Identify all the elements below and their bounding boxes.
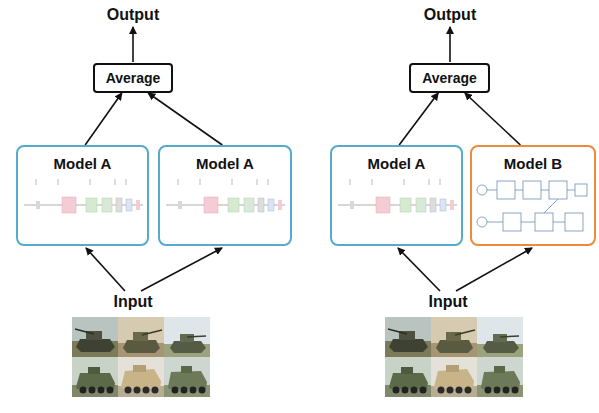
- connector-arrow: [399, 93, 438, 145]
- input-arrow: [86, 248, 125, 291]
- vehicle-photos: [72, 317, 210, 397]
- model-box: Model A: [158, 145, 292, 246]
- average-box: Average: [409, 63, 490, 93]
- model-title: Model A: [368, 155, 426, 173]
- network-sketch: [166, 179, 285, 213]
- model-box: Model A: [330, 145, 463, 246]
- model-title: Model A: [54, 155, 112, 173]
- io-label: Input: [113, 293, 152, 311]
- network-sketch: [338, 179, 457, 213]
- connector-arrow: [465, 93, 521, 145]
- model-title: Model A: [196, 155, 254, 173]
- vehicle-photos: [385, 317, 523, 397]
- output-arrow: [132, 27, 134, 62]
- input-arrow: [141, 248, 222, 291]
- output-arrow: [449, 27, 451, 62]
- average-label: Average: [106, 69, 161, 87]
- model-box: Model A: [16, 145, 149, 246]
- model-box: Model B: [470, 145, 596, 246]
- io-label: Input: [428, 293, 467, 311]
- connector-arrow: [85, 93, 122, 145]
- network-sketch: [477, 181, 587, 231]
- average-label: Average: [422, 69, 477, 87]
- model-title: Model B: [504, 155, 562, 173]
- connector-arrow: [148, 93, 222, 145]
- average-box: Average: [93, 63, 173, 93]
- network-sketch: [24, 179, 143, 213]
- io-label: Output: [107, 6, 159, 24]
- input-arrow: [398, 248, 440, 291]
- input-arrow: [456, 248, 532, 291]
- io-label: Output: [424, 6, 476, 24]
